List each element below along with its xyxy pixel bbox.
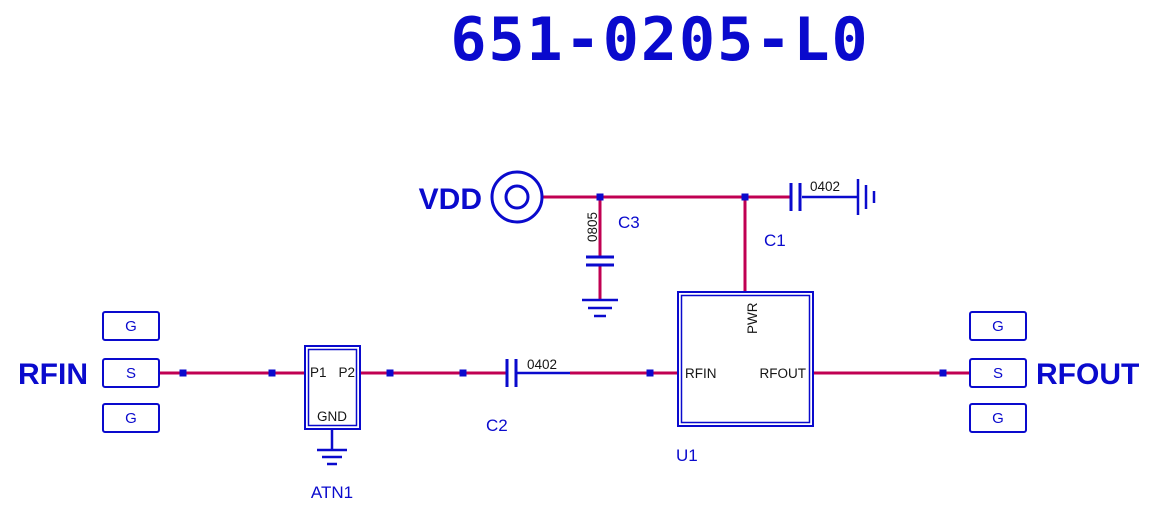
- pad-letter: G: [992, 410, 1004, 427]
- c3-ref-label: C3: [618, 213, 640, 232]
- rfout-port: G S G RFOUT: [969, 311, 1139, 433]
- junction-dot: [741, 193, 749, 201]
- pad-g-top-right: [969, 311, 1027, 341]
- pad-g-bottom-left: [102, 403, 160, 433]
- c1-ref-label: C1: [764, 231, 786, 250]
- atn1-pin-p2-label: P2: [338, 365, 355, 380]
- component-c2: 0402 C2: [486, 357, 557, 435]
- pin-stubs: [330, 195, 858, 450]
- net-wires: [159, 195, 970, 375]
- vdd-connector: VDD: [419, 170, 544, 224]
- junction-dot: [386, 369, 394, 377]
- junction-dot: [596, 193, 604, 201]
- pad-letter: S: [126, 365, 136, 382]
- junction-dot: [459, 369, 467, 377]
- junction-dot: [268, 369, 276, 377]
- atn1-ref-label: ATN1: [311, 483, 353, 502]
- u1-body: [677, 291, 814, 427]
- junction-dot: [646, 369, 654, 377]
- pad-g-bottom-right: [969, 403, 1027, 433]
- component-c3: 0805 C3: [582, 212, 640, 318]
- pad-letter: G: [125, 318, 137, 335]
- pad-g-top-left: [102, 311, 160, 341]
- pad-s-left: [102, 358, 160, 388]
- component-atn1: P1 P2 GND ATN1: [304, 345, 361, 502]
- ground-icon: [582, 298, 618, 318]
- atn1-pin-p1-label: P1: [310, 365, 327, 380]
- atn1-body-inner: [307, 348, 358, 427]
- net-junctions: [179, 193, 947, 377]
- c3-footprint-label: 0805: [585, 212, 600, 242]
- u1-pin-pwr-label: PWR: [745, 302, 760, 334]
- u1-pin-rfin-label: RFIN: [685, 366, 717, 381]
- vdd-connector-inner-icon: [504, 184, 530, 210]
- u1-ref-label: U1: [676, 446, 698, 465]
- pad-letter: S: [993, 365, 1003, 382]
- pad-letter: G: [992, 318, 1004, 335]
- u1-pin-rfout-label: RFOUT: [760, 366, 807, 381]
- vdd-label: VDD: [419, 183, 482, 216]
- u1-body-inner: [680, 294, 811, 424]
- rfin-port: RFIN G S G: [18, 311, 160, 433]
- rfout-label: RFOUT: [1036, 358, 1139, 391]
- c2-ref-label: C2: [486, 416, 508, 435]
- atn1-pin-gnd-label: GND: [317, 409, 347, 424]
- pad-s-right: [969, 358, 1027, 388]
- atn1-body: [304, 345, 361, 430]
- ground-icon: [856, 179, 876, 215]
- c2-footprint-label: 0402: [527, 357, 557, 372]
- ground-icon: [317, 448, 347, 466]
- page-title: 651-0205-L0: [450, 5, 869, 75]
- junction-dot: [179, 369, 187, 377]
- rfin-label: RFIN: [18, 358, 88, 391]
- vdd-connector-icon: [490, 170, 544, 224]
- pad-letter: G: [125, 410, 137, 427]
- junction-dot: [939, 369, 947, 377]
- component-c1: 0402 C1: [764, 179, 876, 250]
- component-u1: PWR RFIN RFOUT U1: [676, 291, 814, 465]
- c1-footprint-label: 0402: [810, 179, 840, 194]
